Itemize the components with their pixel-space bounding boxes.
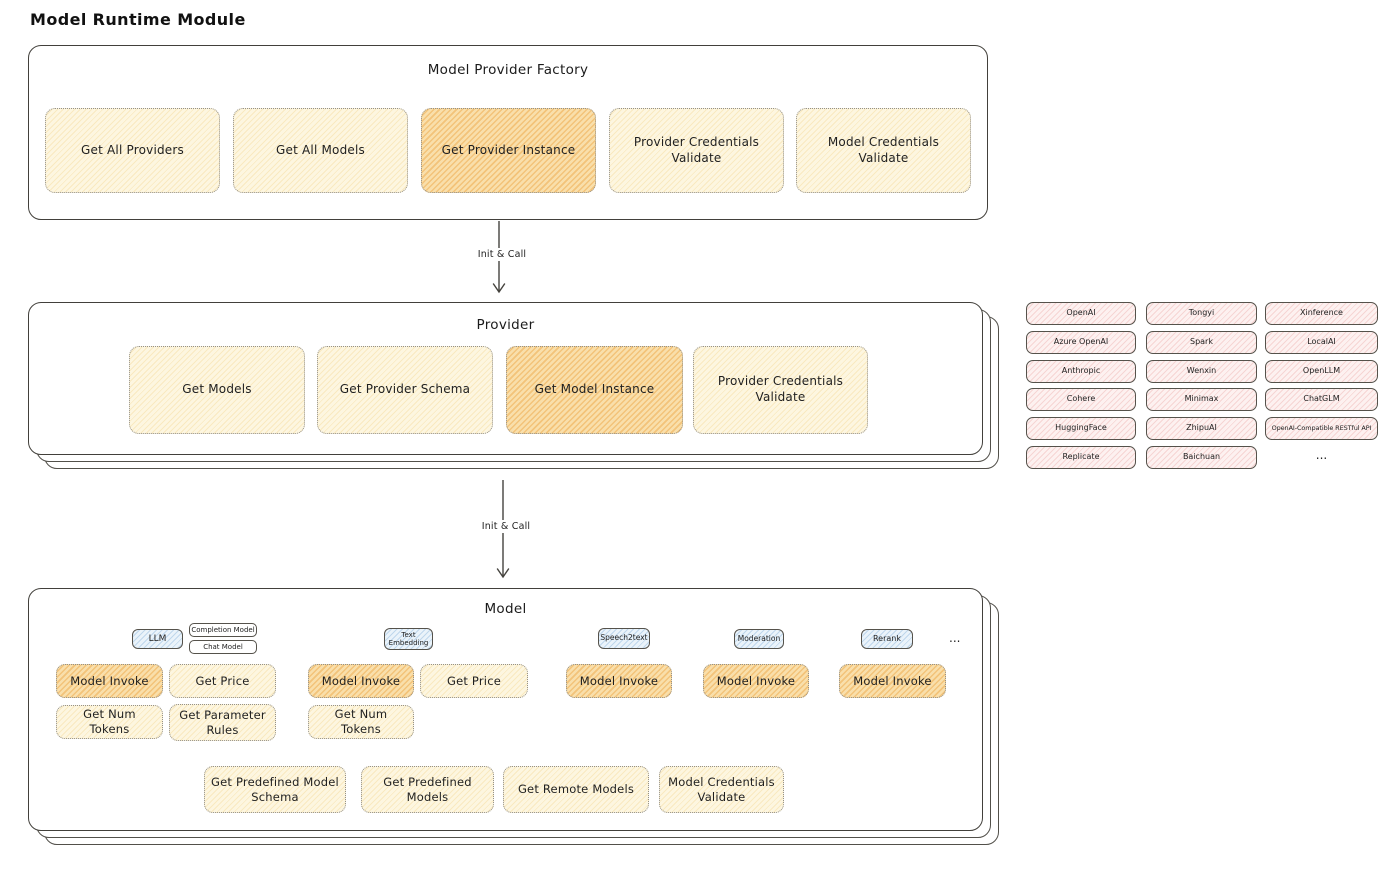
providers-ellipsis: ...: [1315, 448, 1328, 462]
provider-chip-chatglm: ChatGLM: [1265, 388, 1378, 411]
node-provider-credentials-validate: Provider Credentials Validate: [609, 108, 784, 193]
node-model-credentials-validate-bottom: Model Credentials Validate: [659, 766, 784, 813]
node-llm-model-invoke: Model Invoke: [56, 664, 163, 698]
provider-chip-openai-compatible: OpenAI-Compatible RESTful API: [1265, 417, 1378, 440]
provider-chip-tongyi: Tongyi: [1146, 302, 1257, 325]
provider-chip-baichuan: Baichuan: [1146, 446, 1257, 469]
tab-speech2text: Speech2text: [598, 628, 650, 649]
model-panel: Model LLM Completion Model Chat Model Te…: [28, 588, 983, 831]
provider-chip-wenxin: Wenxin: [1146, 360, 1257, 383]
init-call-label-1: Init & Call: [459, 248, 545, 261]
page-title: Model Runtime Module: [30, 10, 246, 29]
provider-panel: Provider Get Models Get Provider Schema …: [28, 302, 983, 455]
tabs-ellipsis: ...: [949, 631, 961, 645]
node-llm-get-parameter-rules: Get Parameter Rules: [169, 704, 276, 741]
tab-llm: LLM: [132, 629, 183, 649]
node-provider-credentials-validate-2: Provider Credentials Validate: [693, 346, 868, 434]
node-embedding-model-invoke: Model Invoke: [308, 664, 414, 698]
tab-moderation: Moderation: [734, 629, 784, 649]
node-llm-get-price: Get Price: [169, 664, 276, 698]
provider-chip-minimax: Minimax: [1146, 388, 1257, 411]
tab-completion-model: Completion Model: [189, 623, 257, 637]
tab-rerank: Rerank: [861, 629, 913, 649]
node-rerank-model-invoke: Model Invoke: [839, 664, 946, 698]
provider-chip-localai: LocalAI: [1265, 331, 1378, 354]
node-model-credentials-validate: Model Credentials Validate: [796, 108, 971, 193]
provider-chip-anthropic: Anthropic: [1026, 360, 1136, 383]
node-embedding-get-num-tokens: Get Num Tokens: [308, 705, 414, 739]
provider-chip-zhipuai: ZhipuAI: [1146, 417, 1257, 440]
node-get-provider-schema: Get Provider Schema: [317, 346, 493, 434]
node-get-remote-models: Get Remote Models: [503, 766, 649, 813]
tab-text-embedding: Text Embedding: [384, 628, 433, 650]
factory-title: Model Provider Factory: [427, 62, 589, 78]
node-llm-get-num-tokens: Get Num Tokens: [56, 705, 163, 739]
provider-chip-xinference: Xinference: [1265, 302, 1378, 325]
provider-chip-spark: Spark: [1146, 331, 1257, 354]
factory-panel: Model Provider Factory Get All Providers…: [28, 45, 988, 220]
node-get-provider-instance: Get Provider Instance: [421, 108, 596, 193]
provider-title: Provider: [476, 317, 535, 333]
node-get-predefined-models: Get Predefined Models: [361, 766, 494, 813]
node-get-model-instance: Get Model Instance: [506, 346, 683, 434]
init-call-label-2: Init & Call: [463, 520, 549, 533]
provider-chip-openai: OpenAI: [1026, 302, 1136, 325]
provider-chip-cohere: Cohere: [1026, 388, 1136, 411]
node-embedding-get-price: Get Price: [420, 664, 528, 698]
tab-chat-model: Chat Model: [189, 640, 257, 654]
node-moderation-model-invoke: Model Invoke: [703, 664, 809, 698]
provider-chip-huggingface: HuggingFace: [1026, 417, 1136, 440]
model-title: Model: [484, 601, 527, 617]
node-get-all-models: Get All Models: [233, 108, 408, 193]
provider-chip-azure-openai: Azure OpenAI: [1026, 331, 1136, 354]
node-get-predefined-model-schema: Get Predefined Model Schema: [204, 766, 346, 813]
provider-chip-replicate: Replicate: [1026, 446, 1136, 469]
node-speech2text-model-invoke: Model Invoke: [566, 664, 672, 698]
provider-chip-openllm: OpenLLM: [1265, 360, 1378, 383]
node-get-all-providers: Get All Providers: [45, 108, 220, 193]
node-get-models: Get Models: [129, 346, 305, 434]
